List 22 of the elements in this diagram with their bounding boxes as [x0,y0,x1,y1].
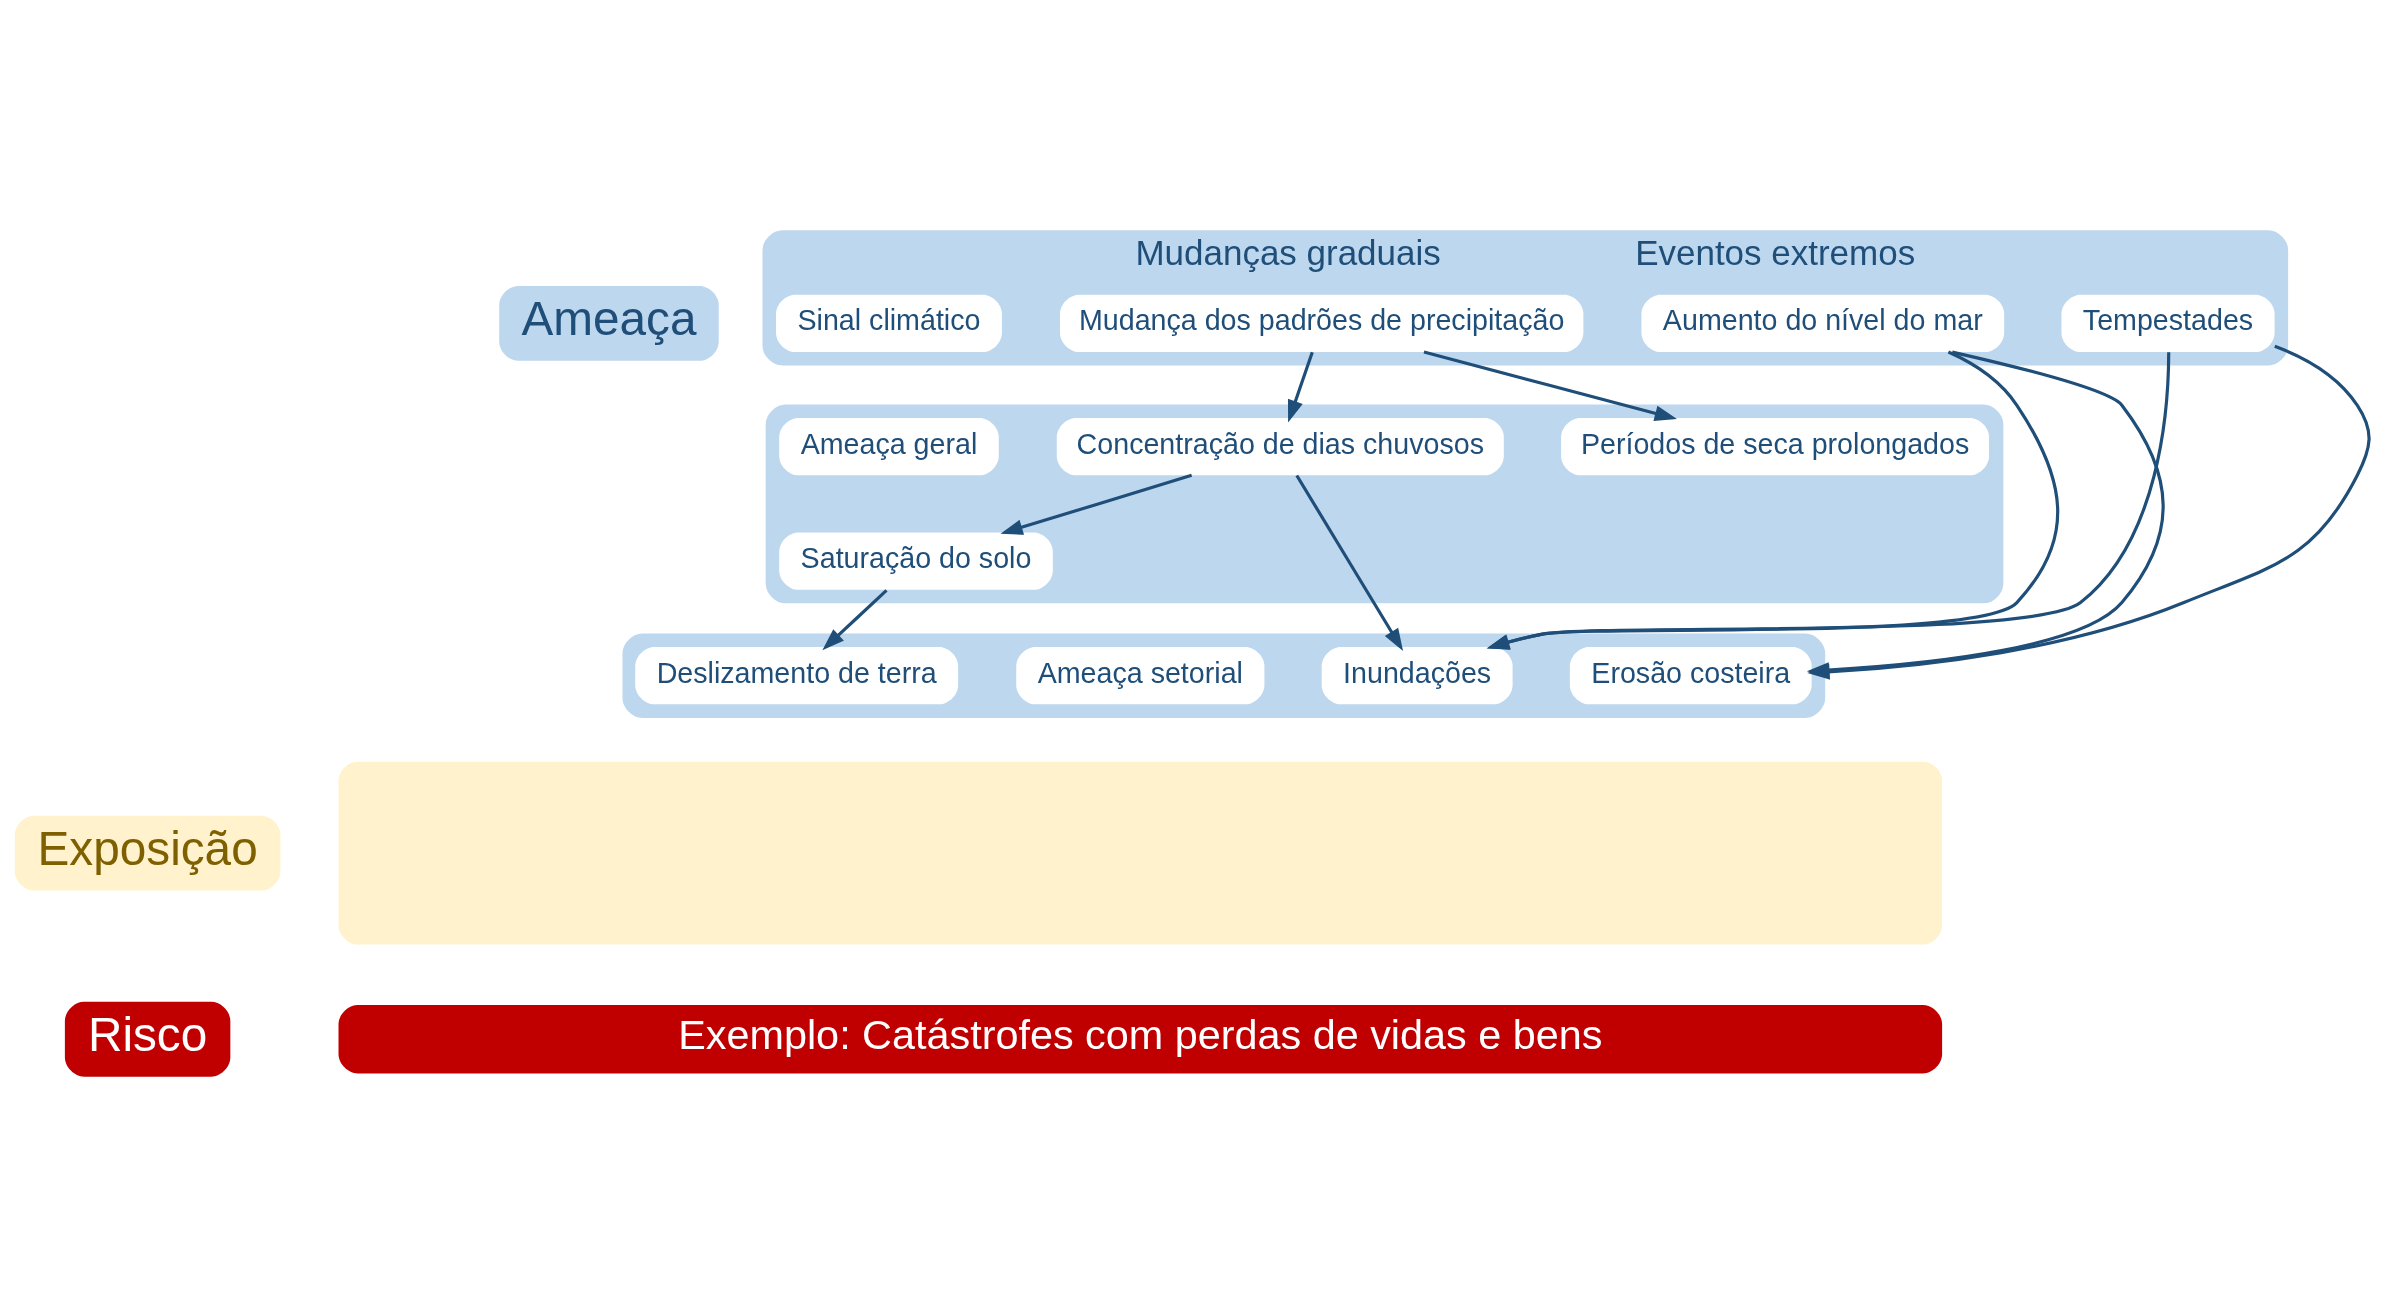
node-box: Concentração de dias chuvosos [1056,418,1504,476]
arrow [1000,473,1193,535]
arrow [1423,350,1677,421]
arrow [1295,474,1404,651]
node-box: Ameaça geral [779,418,999,476]
node-box: Mudança dos padrões de precipitação [1059,294,1584,352]
node-box: Tempestades [2061,294,2275,352]
node-box: Ameaça setorial [1016,647,1265,705]
node-box: Ameaça [499,286,719,361]
node-box: Deslizamento de terra [635,647,959,705]
node-box: Sinal climático [776,294,1002,352]
node-box [338,761,1943,945]
node-box: Inundações [1321,647,1513,705]
node-box: Exposição [14,815,281,891]
node-box: Erosão costeira [1569,647,1812,705]
arrow [822,589,888,651]
node-box: Aumento do nível do mar [1641,294,2005,352]
node-box: Saturação do solo [779,532,1053,590]
arrow [1287,351,1314,423]
node-box: Exemplo: Catástrofes com perdas de vidas e bens [338,1005,1943,1074]
node-box: Períodos de seca prolongados [1561,418,1990,476]
node-box: Risco [64,1001,231,1077]
